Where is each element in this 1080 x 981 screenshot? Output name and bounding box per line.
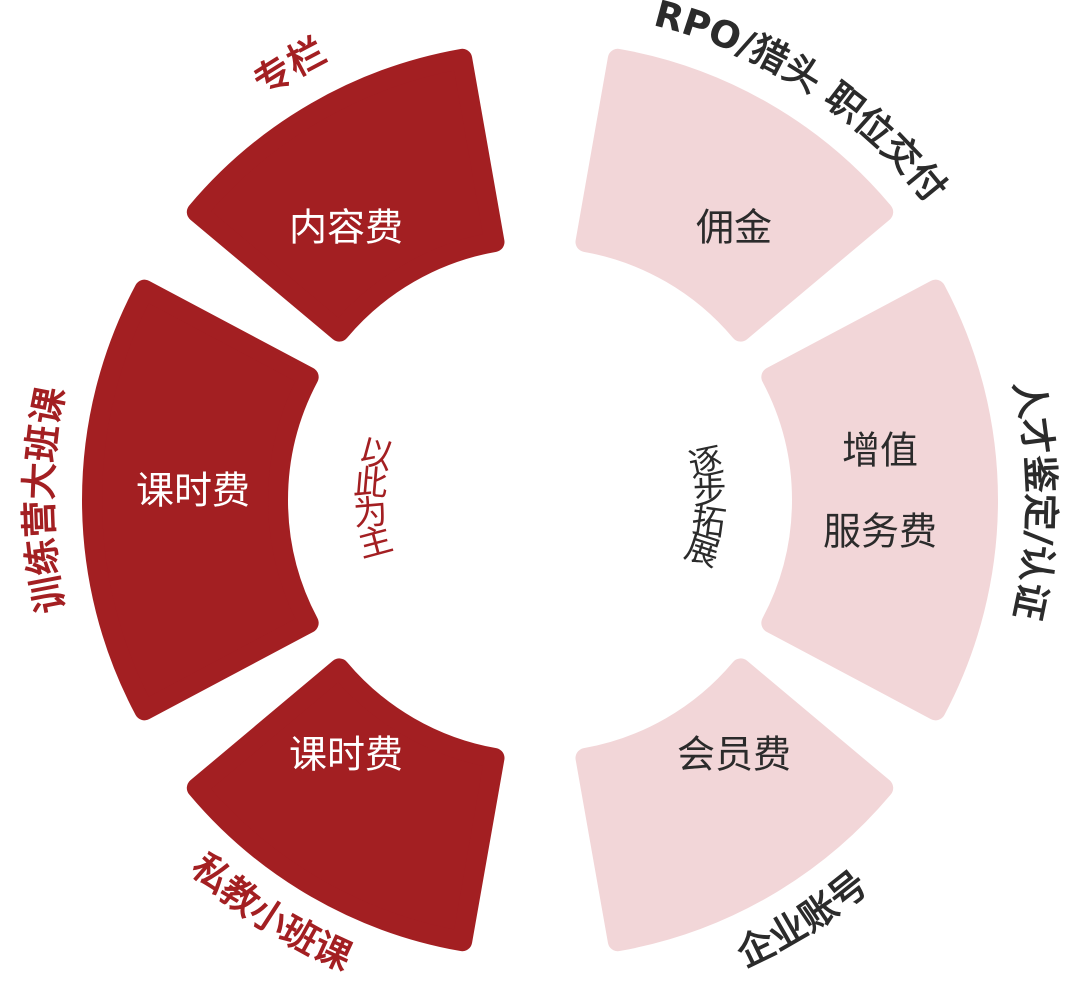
left-segment-2-label: 课时费 (136, 469, 250, 513)
right-segment-3 (575, 658, 894, 952)
left-segment-1-label: 内容费 (289, 206, 403, 250)
right-inner-char-1: 逐 (685, 440, 727, 486)
left-inner-char-2: 此 (352, 462, 389, 505)
right-segment-1-label: 佣金 (696, 206, 772, 250)
right-segment-2-label-line2: 服务费 (823, 510, 937, 554)
right-inner-char-3: 拓 (689, 500, 728, 544)
left-outer-label-2: 训练营大班课 (18, 382, 74, 616)
right-outer-label-2: 人才鉴定/认证 (1005, 376, 1062, 623)
right-segment-1 (575, 48, 894, 342)
right-segment-2 (761, 279, 998, 721)
left-segment-3-label: 课时费 (289, 733, 403, 777)
right-inner-char-2: 步 (692, 472, 727, 513)
left-segment-3 (186, 658, 505, 952)
right-inner-char-4: 展 (680, 527, 725, 576)
left-outer-label-1: 专栏 (246, 30, 332, 105)
left-inner-char-4: 主 (354, 519, 397, 566)
left-segment-2 (82, 279, 319, 721)
right-segment-2-label-line1: 增值 (842, 429, 918, 473)
right-segment-3-label: 会员费 (677, 733, 791, 777)
left-segment-1 (186, 48, 505, 342)
left-inner-char-3: 为 (352, 492, 389, 535)
